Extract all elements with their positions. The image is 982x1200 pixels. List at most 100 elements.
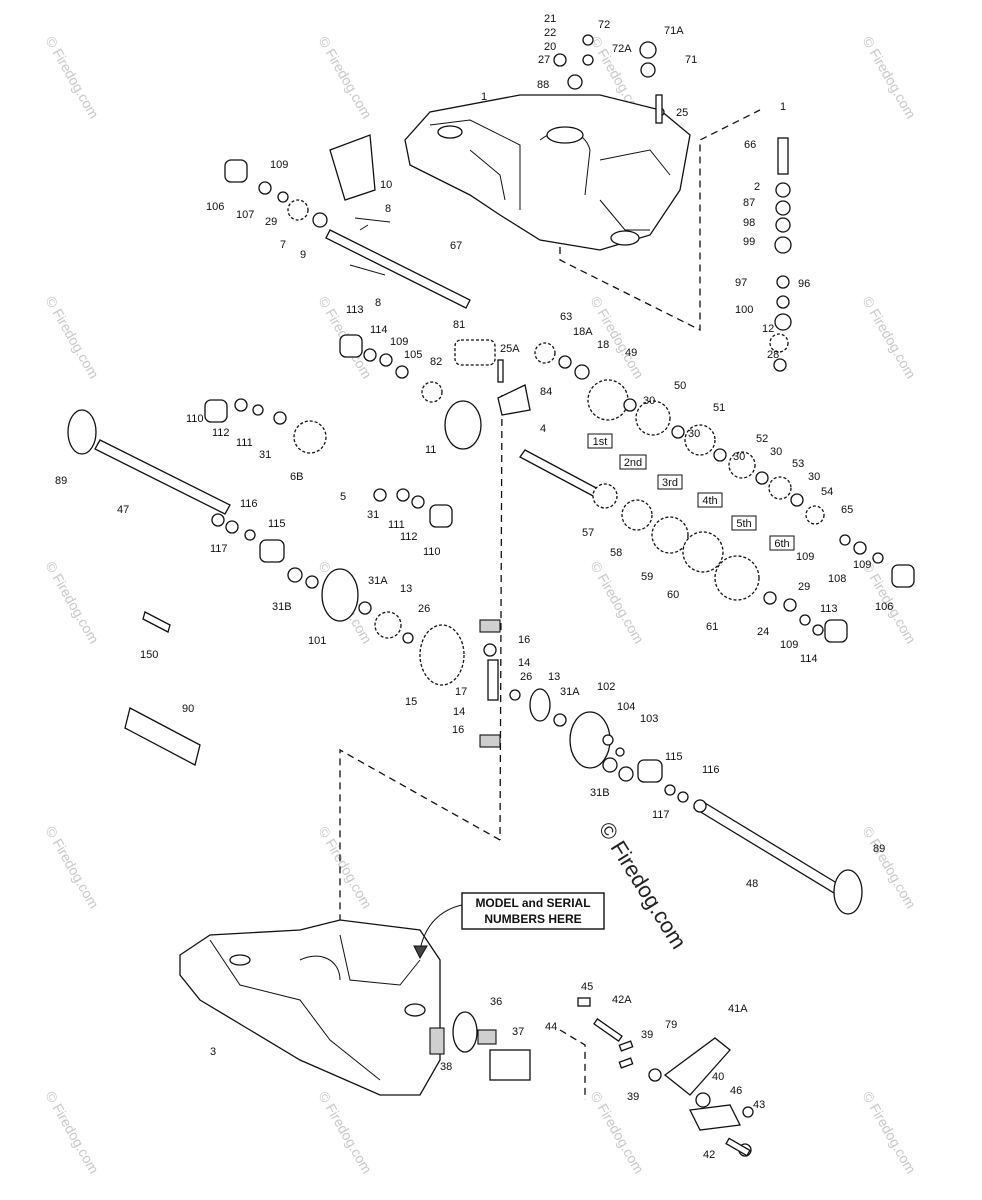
part-label: 54 [821, 486, 833, 498]
callout-box [461, 892, 605, 930]
plate-37 [477, 1029, 497, 1045]
part-label: 63 [560, 311, 572, 323]
part-label: 16 [518, 634, 530, 646]
part-label: 42 [703, 1149, 715, 1161]
part-label: 6B [290, 471, 303, 483]
part-label: 27 [538, 54, 550, 66]
part-label: 105 [404, 349, 422, 361]
gears [287, 199, 825, 639]
block-38 [429, 1027, 445, 1055]
part-label: 30 [770, 446, 782, 458]
part-label: 4 [540, 423, 546, 435]
part-label: 30 [808, 471, 820, 483]
part-label: 30 [688, 428, 700, 440]
part-label: 3 [210, 1046, 216, 1058]
part-label: 51 [713, 402, 725, 414]
part-label: 39 [641, 1029, 653, 1041]
watermark-tile: © Firedog.com [315, 824, 375, 912]
part-label: 82 [430, 356, 442, 368]
part-label: 36 [490, 996, 502, 1008]
part-label: 99 [743, 236, 755, 248]
bushing-115b [637, 759, 663, 783]
part-label: 103 [640, 713, 658, 725]
part-label: 96 [798, 278, 810, 290]
gear-60 [682, 531, 724, 573]
part-label: 44 [545, 1021, 557, 1033]
part-label: 114 [370, 324, 388, 336]
watermark-tile: © Firedog.com [42, 1089, 102, 1177]
part-label: 89 [873, 843, 885, 855]
callout-arrowhead [413, 945, 428, 960]
part-label: 29 [798, 581, 810, 593]
part-label: 110 [186, 413, 204, 425]
part-label: 150 [140, 649, 158, 661]
part-label: 31A [560, 686, 580, 698]
part-label: 109 [780, 639, 798, 651]
part-label: 88 [537, 79, 549, 91]
part-label: 90 [182, 703, 194, 715]
part-label: 106 [206, 201, 224, 213]
callout-line-2: NUMBERS HERE [484, 912, 581, 926]
disc-36 [452, 1011, 478, 1053]
part-label: 30 [733, 451, 745, 463]
gear-53 [768, 476, 792, 500]
part-label: 72 [598, 19, 610, 31]
part-label: 47 [117, 504, 129, 516]
part-label: 110 [423, 546, 441, 558]
discs [321, 400, 611, 1053]
gear-61 [714, 555, 760, 601]
gear-ratio-labels: 1st 2nd 3rd 4th 5th 6th [587, 433, 795, 551]
part-label: 109 [796, 551, 814, 563]
part-label: 2 [754, 181, 760, 193]
part-label: 30 [643, 395, 655, 407]
gear-59 [651, 516, 689, 554]
gear-49 [587, 379, 629, 421]
part-label: 45 [581, 981, 593, 993]
part-label: 49 [625, 347, 637, 359]
part-label: 25A [500, 343, 520, 355]
bolts-and-pins [142, 94, 751, 1157]
callout-arrow [419, 904, 463, 951]
part-label: 41A [728, 1003, 748, 1015]
part-label: 60 [667, 589, 679, 601]
hub-89-right [833, 869, 863, 915]
bushings [204, 134, 915, 1131]
part-label: 117 [652, 809, 670, 821]
gear-6B [293, 420, 327, 454]
wheel-hubs [67, 409, 863, 915]
hub-89-left [67, 409, 97, 455]
gear-12 [769, 333, 789, 353]
gear-82 [421, 381, 443, 403]
part-label: 106 [875, 601, 893, 613]
block-16-top [479, 619, 501, 633]
part-label: 18 [597, 339, 609, 351]
assembly-guide-lines [339, 109, 761, 1100]
bracket-46 [689, 1104, 741, 1131]
watermark-tile: © Firedog.com [587, 294, 647, 382]
disc-13-lower [529, 688, 551, 722]
gear-7 [287, 199, 309, 221]
part-label: 31 [367, 509, 379, 521]
part-label: 42A [612, 994, 632, 1006]
lever-41A [663, 1037, 731, 1096]
part-label: 84 [540, 386, 552, 398]
part-label: 8 [385, 203, 391, 215]
watermark-tile: © Firedog.com [42, 294, 102, 382]
part-label: 104 [617, 701, 635, 713]
part-label: 100 [735, 304, 753, 316]
watermark-tile: © Firedog.com [859, 824, 919, 912]
part-label: 61 [706, 621, 718, 633]
part-label: 109 [390, 336, 408, 348]
part-label: 113 [820, 603, 838, 615]
part-label: 12 [762, 323, 774, 335]
part-label: 108 [828, 573, 846, 585]
part-label: 81 [453, 319, 465, 331]
part-label: 14 [518, 657, 530, 669]
part-label: 38 [440, 1061, 452, 1073]
part-label: 14 [453, 706, 465, 718]
gear-label-4th: 4th [702, 495, 717, 507]
gear-label-2nd: 2nd [624, 457, 642, 469]
shaft-66 [777, 137, 789, 175]
block-16-bottom [479, 734, 501, 748]
